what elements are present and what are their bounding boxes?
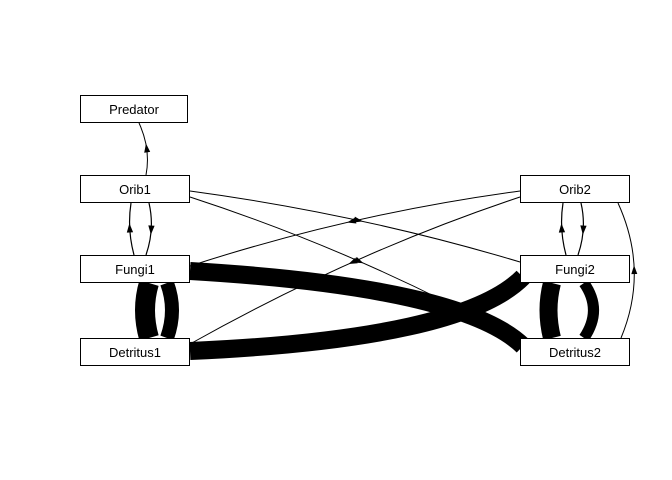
arrowhead xyxy=(347,217,357,224)
arrowhead xyxy=(631,265,638,275)
node-orib2: Orib2 xyxy=(520,175,630,203)
arrowhead xyxy=(580,225,587,235)
edge-detritus2-fungi2 xyxy=(539,280,561,341)
edge-fungi1-detritus1 xyxy=(160,280,179,341)
node-fungi1: Fungi1 xyxy=(80,255,190,283)
edge-detritus1-fungi1 xyxy=(135,280,159,341)
arrowhead xyxy=(126,223,134,233)
node-predator: Predator xyxy=(80,95,188,123)
arrowhead xyxy=(348,257,358,264)
node-orib1: Orib1 xyxy=(80,175,190,203)
edge-orib1-fungi2 xyxy=(189,190,521,263)
arrowhead xyxy=(144,143,151,153)
node-detritus1: Detritus1 xyxy=(80,338,190,366)
node-fungi2: Fungi2 xyxy=(520,255,630,283)
edge-detritus1-fungi2 xyxy=(189,270,530,360)
node-detritus2: Detritus2 xyxy=(520,338,630,366)
edge-fungi2-detritus2 xyxy=(579,279,599,342)
arrowhead xyxy=(148,225,155,235)
arrowhead xyxy=(558,223,566,233)
edge-orib2-fungi1 xyxy=(189,190,521,267)
